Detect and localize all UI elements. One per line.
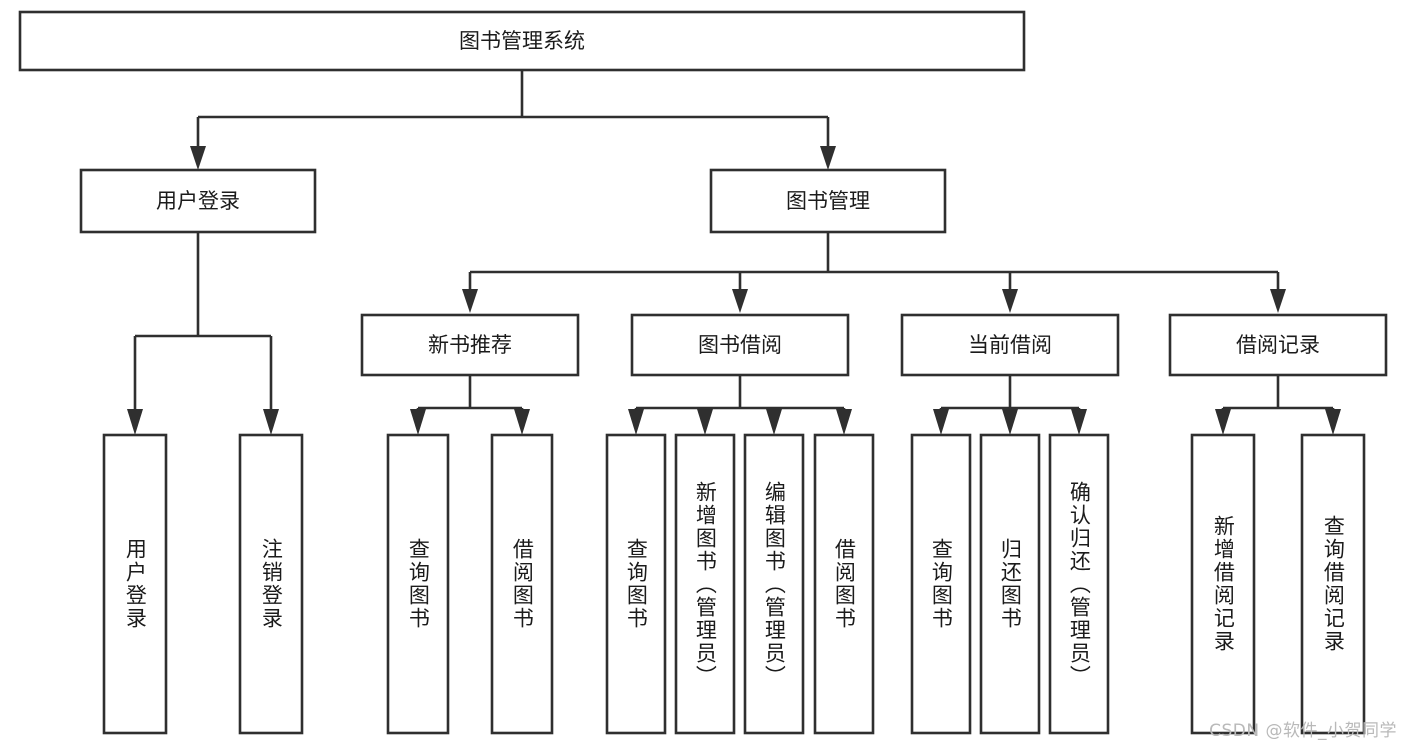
arrow-new-book-leaf-1 bbox=[410, 409, 426, 435]
node-user-login-box[interactable] bbox=[79, 168, 317, 234]
connector-group-book-manage bbox=[462, 232, 1286, 313]
arrow-book-borrow-leaf-1 bbox=[628, 409, 644, 435]
arrow-root-to-user-login bbox=[190, 146, 206, 170]
arrow-borrow-record-leaf-1 bbox=[1215, 409, 1231, 435]
leaf-box-borrow-record-1[interactable] bbox=[1190, 433, 1256, 735]
node-borrow-record-label: 借阅记录 bbox=[1236, 333, 1320, 357]
arrow-book-borrow-leaf-3 bbox=[766, 409, 782, 435]
arrow-user-login-leaf-2 bbox=[263, 409, 279, 435]
node-new-book-recommend-label: 新书推荐 bbox=[428, 333, 512, 357]
leaf-group-user-login bbox=[102, 433, 304, 735]
arrow-book-manage-to-current-borrow bbox=[1002, 289, 1018, 313]
arrow-root-to-book-manage bbox=[820, 146, 836, 170]
node-current-borrow-label: 当前借阅 bbox=[968, 333, 1052, 357]
leaf-box-borrow-record-2[interactable] bbox=[1300, 433, 1366, 735]
node-new-book-recommend[interactable]: 新书推荐 bbox=[360, 313, 580, 377]
node-book-borrow-label: 图书借阅 bbox=[698, 333, 782, 357]
leaf-group-book-borrow bbox=[605, 433, 875, 735]
leaf-box-current-borrow-1[interactable] bbox=[910, 433, 972, 735]
node-root[interactable]: 图书管理系统 bbox=[18, 10, 1026, 72]
leaf-box-book-borrow-3[interactable] bbox=[743, 433, 805, 735]
leaf-group-borrow-record bbox=[1190, 433, 1366, 735]
node-user-login[interactable]: 用户登录 bbox=[79, 168, 317, 234]
leaf-box-book-borrow-4[interactable] bbox=[813, 433, 875, 735]
node-book-borrow[interactable]: 图书借阅 bbox=[630, 313, 850, 377]
node-current-borrow[interactable]: 当前借阅 bbox=[900, 313, 1120, 377]
node-root-box[interactable] bbox=[18, 10, 1026, 72]
leaf-box-current-borrow-3[interactable] bbox=[1048, 433, 1110, 735]
arrow-user-login-leaf-1 bbox=[127, 409, 143, 435]
connector-group-book-borrow bbox=[628, 375, 852, 435]
arrow-current-borrow-leaf-1 bbox=[933, 409, 949, 435]
arrow-borrow-record-leaf-2 bbox=[1325, 409, 1341, 435]
arrow-current-borrow-leaf-3 bbox=[1071, 409, 1087, 435]
leaf-box-current-borrow-2[interactable] bbox=[979, 433, 1041, 735]
node-root-label: 图书管理系统 bbox=[459, 29, 585, 53]
arrow-book-borrow-leaf-2 bbox=[697, 409, 713, 435]
node-user-login-label: 用户登录 bbox=[156, 189, 240, 213]
arrow-book-borrow-leaf-4 bbox=[836, 409, 852, 435]
node-book-borrow-box[interactable] bbox=[630, 313, 850, 377]
node-borrow-record[interactable]: 借阅记录 bbox=[1168, 313, 1388, 377]
node-borrow-record-box[interactable] bbox=[1168, 313, 1388, 377]
connector-group-root bbox=[190, 70, 836, 170]
leaf-box-user-login-1[interactable] bbox=[102, 433, 168, 735]
connector-group-borrow-record bbox=[1215, 375, 1341, 435]
node-current-borrow-box[interactable] bbox=[900, 313, 1120, 377]
leaf-box-book-borrow-2[interactable] bbox=[674, 433, 736, 735]
connector-group-new-book-recommend bbox=[410, 375, 530, 435]
arrow-book-manage-to-book-borrow bbox=[732, 289, 748, 313]
csdn-watermark: CSDN @软件_小贺同学 bbox=[1209, 721, 1397, 741]
arrow-current-borrow-leaf-2 bbox=[1002, 409, 1018, 435]
node-book-manage[interactable]: 图书管理 bbox=[709, 168, 947, 234]
leaf-box-book-borrow-1[interactable] bbox=[605, 433, 667, 735]
node-new-book-recommend-box[interactable] bbox=[360, 313, 580, 377]
leaf-box-new-book-2[interactable] bbox=[490, 433, 554, 735]
node-book-manage-label: 图书管理 bbox=[786, 189, 870, 213]
leaf-group-current-borrow bbox=[910, 433, 1110, 735]
connector-group-current-borrow bbox=[933, 375, 1087, 435]
arrow-book-manage-to-new-book bbox=[462, 289, 478, 313]
leaf-group-new-book-recommend bbox=[386, 433, 554, 735]
leaf-box-new-book-1[interactable] bbox=[386, 433, 450, 735]
leaf-box-user-login-2[interactable] bbox=[238, 433, 304, 735]
node-book-manage-box[interactable] bbox=[709, 168, 947, 234]
connector-group-user-login bbox=[127, 232, 279, 435]
arrow-new-book-leaf-2 bbox=[514, 409, 530, 435]
arrow-book-manage-to-borrow-record bbox=[1270, 289, 1286, 313]
